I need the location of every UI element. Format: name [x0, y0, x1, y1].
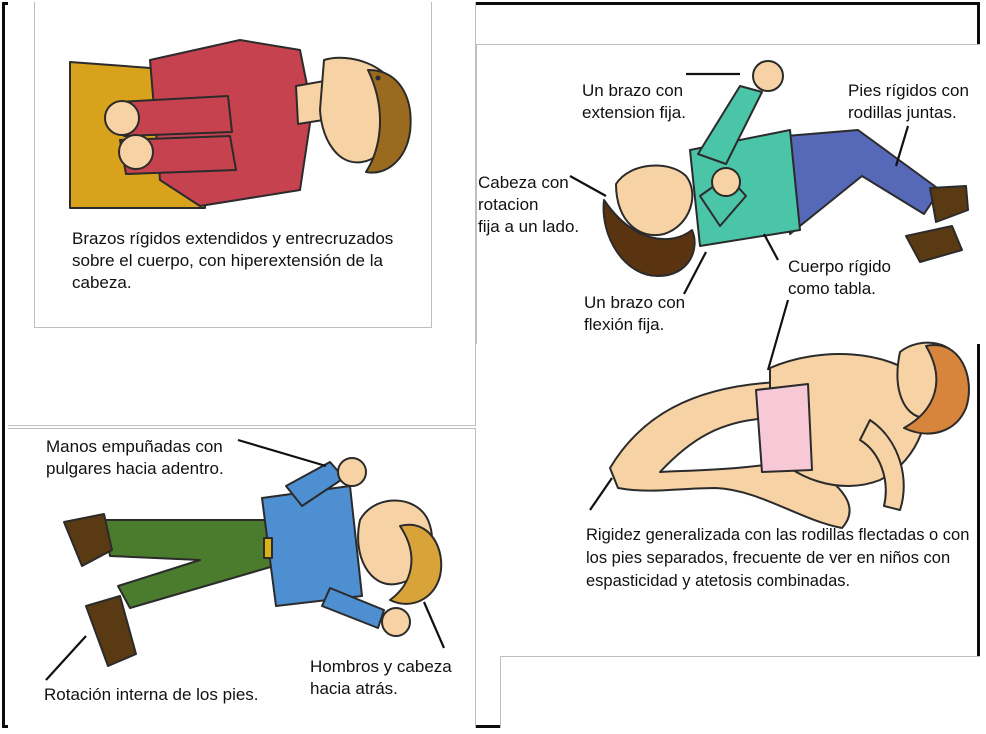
shoe-upper	[64, 514, 112, 566]
fist-upper	[105, 101, 139, 135]
label-arm-extension: Un brazo con extension fija.	[582, 80, 712, 124]
caption-arms-crossed: Brazos rígidos extendidos y entrecruzado…	[72, 228, 422, 294]
eye	[376, 76, 381, 81]
label-body-board: Cuerpo rígido como tabla.	[788, 256, 918, 300]
fist-lower	[382, 608, 410, 636]
shoe-upper	[930, 186, 968, 222]
leader-lines-bottom-right	[590, 478, 612, 510]
figure-fists-clenched	[64, 458, 441, 666]
legs-green-pants	[104, 520, 274, 608]
legs-blue-pants	[786, 130, 940, 234]
fist-extended	[753, 61, 783, 91]
fist-flexed	[712, 168, 740, 196]
caption-generalized-rigidity: Rigidez generalizada con las rodillas fl…	[586, 524, 978, 593]
fist-lower	[119, 135, 153, 169]
label-feet-rigid: Pies rígidos con rodillas juntas.	[848, 80, 978, 124]
label-feet-rotation: Rotación interna de los pies.	[44, 684, 284, 706]
diaper-pink	[756, 384, 812, 472]
fist-upper	[338, 458, 366, 486]
figure-generalized-rigidity	[610, 343, 969, 528]
label-head-rotation: Cabeza con rotacion fija a un lado.	[478, 172, 598, 238]
figure-arms-crossed	[70, 40, 411, 208]
label-hands-clenched: Manos empuñadas con pulgares hacia adent…	[46, 436, 246, 480]
label-arm-flexion: Un brazo con flexión fija.	[584, 292, 714, 336]
torso-blue-shirt	[262, 486, 362, 606]
label-shoulders-back: Hombros y cabeza hacia atrás.	[310, 656, 480, 700]
belt-buckle	[264, 538, 272, 558]
